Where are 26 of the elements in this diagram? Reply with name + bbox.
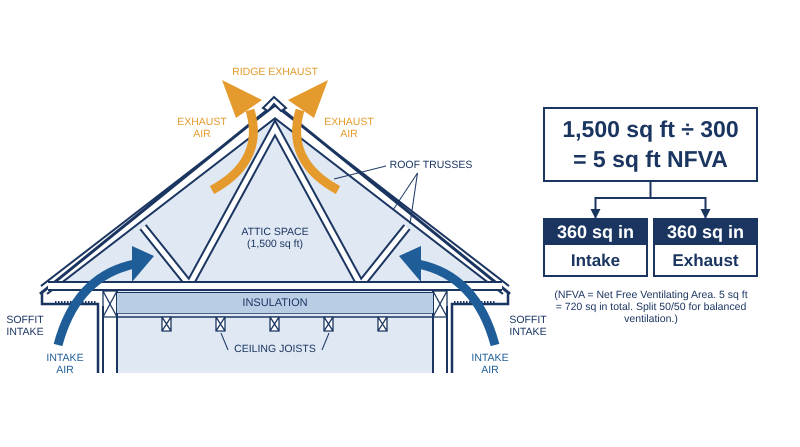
band-label: INSULATION [242, 297, 308, 309]
result-box [653, 218, 758, 277]
part-label: CEILING JOISTS [228, 343, 322, 357]
space-label: ATTIC SPACE (1,500 sq ft) [240, 226, 310, 250]
part-label: ROOF TRUSSES [386, 159, 476, 173]
leader-line [322, 332, 330, 350]
value-header: 360 sq in [545, 220, 646, 245]
formula-text: 1,500 sq ft ÷ 300 = 5 sq ft NFVA [561, 114, 740, 174]
flow-label: EXHAUST AIR [323, 116, 375, 140]
flow-label: INTAKE AIR [45, 352, 85, 376]
leader-line [392, 172, 418, 210]
flow-label: INTAKE AIR [470, 352, 510, 376]
box-label: Exhaust [672, 250, 739, 270]
leader-line [220, 332, 228, 350]
flow-label: RIDGE EXHAUST [231, 66, 319, 78]
insulation-band [117, 292, 433, 313]
formula-box [543, 107, 758, 182]
flow-label: EXHAUST AIR [176, 116, 228, 140]
result-box [543, 218, 648, 277]
flow-label: SOFFIT INTAKE [5, 314, 45, 338]
flow-label: SOFFIT INTAKE [508, 314, 548, 338]
leader-line [410, 172, 418, 224]
value-header: 360 sq in [655, 220, 756, 245]
box-label: Intake [570, 250, 620, 270]
leader-line [334, 166, 386, 180]
note-text: (NFVA = Net Free Ventilating Area. 5 sq ft = 720 sq in total. Split 50/50 for balanced ventilation.) [553, 289, 749, 326]
